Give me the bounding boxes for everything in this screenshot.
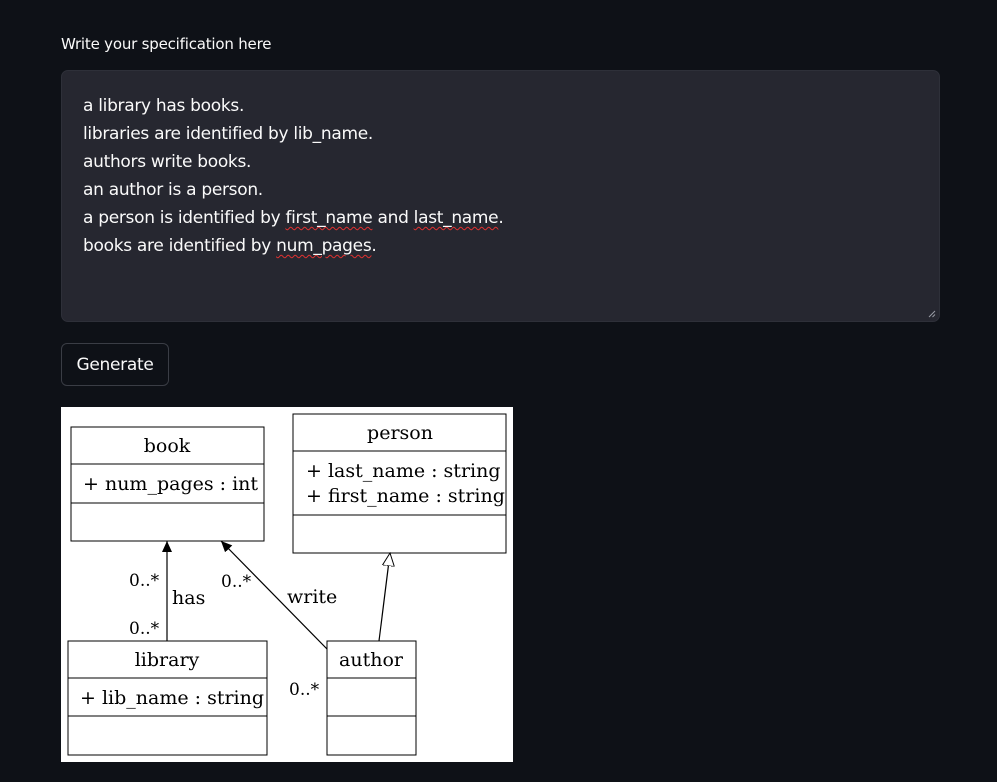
- spec-textarea[interactable]: a library has books. libraries are identi…: [61, 70, 940, 322]
- write-label: write: [287, 586, 337, 608]
- class-library-name: library: [135, 649, 200, 671]
- class-person-attr-last-name: + last_name : string: [306, 460, 501, 482]
- spec-line: authors write books.: [83, 148, 503, 176]
- misspelled-word: last_name: [413, 208, 499, 228]
- spec-text-segment: .: [371, 236, 377, 256]
- class-author: author: [326, 640, 417, 756]
- spec-line: an author is a person.: [83, 176, 503, 204]
- class-library: library + lib_name : string: [67, 640, 268, 756]
- uml-diagram: book + num_pages : int person + last_nam…: [61, 407, 513, 762]
- spec-text-segment: books are identified by: [83, 236, 277, 256]
- class-person-name: person: [367, 422, 433, 444]
- resize-handle-icon[interactable]: [928, 310, 936, 318]
- spec-line: a person is identified by first_name and…: [83, 204, 504, 232]
- class-person-attr-first-name: + first_name : string: [306, 485, 505, 507]
- generalization-author-person: [378, 553, 390, 642]
- misspelled-word: num_pages: [276, 236, 372, 256]
- class-library-attr: + lib_name : string: [80, 687, 264, 709]
- write-target-multiplicity: 0..*: [221, 572, 252, 592]
- class-book-attr: + num_pages : int: [83, 473, 258, 495]
- spec-text-segment: authors write books.: [83, 152, 252, 172]
- write-source-multiplicity: 0..*: [289, 680, 320, 700]
- class-author-name: author: [339, 649, 404, 671]
- has-target-multiplicity: 0..*: [129, 571, 160, 591]
- class-book: book + num_pages : int: [70, 426, 265, 542]
- has-source-multiplicity: 0..*: [129, 619, 160, 639]
- generate-button[interactable]: Generate: [61, 343, 169, 386]
- spec-text[interactable]: a library has books. libraries are identi…: [83, 92, 504, 260]
- spec-text-segment: .: [498, 208, 504, 228]
- spec-line: books are identified by num_pages.: [83, 232, 503, 260]
- association-write: 0..* write 0..*: [220, 540, 337, 700]
- spec-text-segment: and: [372, 208, 414, 228]
- spec-line: a library has books.: [83, 92, 503, 120]
- spec-line: libraries are identified by lib_name.: [83, 120, 503, 148]
- has-label: has: [172, 587, 205, 609]
- spec-text-segment: an author is a person.: [83, 180, 263, 200]
- misspelled-word: first_name: [285, 208, 373, 228]
- spec-text-segment: libraries are identified by lib_name.: [83, 124, 373, 144]
- class-book-name: book: [144, 435, 191, 457]
- spec-label: Write your specification here: [61, 35, 272, 53]
- spec-text-segment: a person is identified by: [83, 208, 286, 228]
- class-person: person + last_name : string + first_name…: [292, 413, 507, 554]
- spec-text-segment: a library has books.: [83, 96, 245, 116]
- uml-diagram-svg: book + num_pages : int person + last_nam…: [67, 413, 507, 756]
- association-has: 0..* 0..* has: [129, 541, 205, 641]
